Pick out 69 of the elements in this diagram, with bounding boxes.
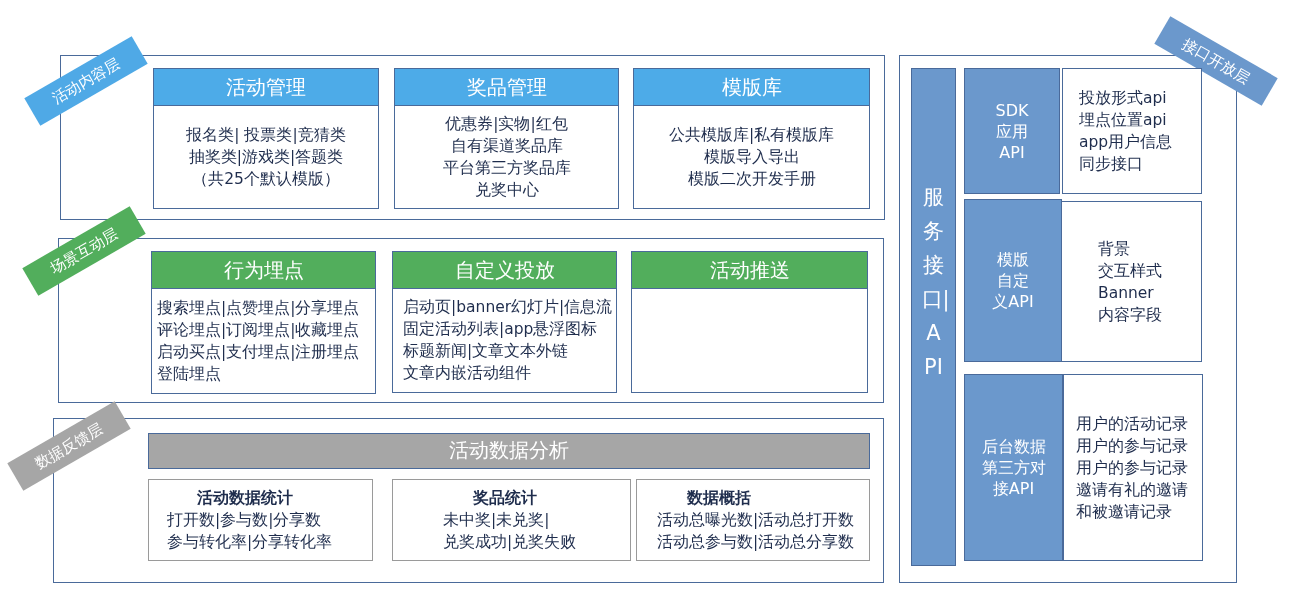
module-box: [394, 68, 619, 209]
module-box: [633, 68, 870, 209]
api-box: [964, 68, 1060, 194]
list-item: 登陆埋点: [156, 363, 222, 385]
list-item: 同步接口: [1078, 154, 1144, 175]
api-detail-box: [1063, 374, 1203, 561]
api-label: SDK应用API: [994, 99, 1030, 163]
list-item: 搜索埋点|点赞埋点|分享埋点: [156, 297, 361, 319]
vertical-label: 服务接口|API: [921, 184, 946, 381]
list-item: 背景: [1097, 238, 1131, 260]
list-item: 和被邀请记录: [1075, 501, 1173, 523]
list-item: app用户信息: [1078, 132, 1174, 153]
list-item: 模版二次开发手册: [686, 168, 817, 190]
list-item: 打开数|参与数|分享数: [166, 510, 323, 531]
box-header: 行为埋点: [152, 252, 375, 289]
api-box: [964, 374, 1063, 561]
list-item: 内容字段: [1097, 304, 1163, 326]
list-item: 埋点位置api: [1078, 110, 1168, 131]
list-item: 兑奖中心: [473, 179, 540, 201]
box-header: 活动推送: [632, 252, 867, 289]
box-title: 数据概括: [686, 488, 752, 509]
module-box: [153, 68, 379, 209]
list-item: 活动总曝光数|活动总打开数: [656, 510, 856, 531]
api-label: 模版自定义API: [991, 249, 1035, 312]
list-item: 优惠券|实物|红包: [444, 113, 569, 135]
api-box: [964, 199, 1062, 362]
list-item: （共25个默认模版）: [191, 168, 341, 190]
list-item: 活动总参与数|活动总分享数: [656, 532, 856, 553]
list-item: 交互样式: [1097, 260, 1163, 282]
list-item: 抽奖类|游戏类|答题类: [187, 146, 345, 168]
box-title: 活动数据统计: [196, 488, 294, 509]
api-label: 后台数据第三方对接API: [980, 436, 1047, 499]
module-box: [631, 251, 868, 393]
box-header: 活动管理: [154, 69, 378, 106]
box-header: 奖品管理: [395, 69, 618, 106]
layer-tag: 场景互动层: [22, 206, 146, 296]
stats-box: [148, 479, 373, 561]
list-item: 兑奖成功|兑奖失败: [442, 532, 578, 553]
list-item: 公共模版库|私有模版库: [667, 124, 836, 146]
list-item: 邀请有礼的邀请: [1075, 479, 1189, 501]
list-item: 用户的参与记录: [1075, 435, 1189, 457]
service-api-bar: [911, 68, 956, 566]
list-item: 自有渠道奖品库: [449, 135, 564, 157]
box-header: 模版库: [634, 69, 869, 106]
box-header: 自定义投放: [393, 252, 616, 289]
section-header-bar: 活动数据分析: [148, 433, 870, 469]
list-item: Banner: [1097, 282, 1155, 304]
api-detail-box: [1061, 201, 1202, 362]
list-item: 标题新闻|文章文本外链: [402, 341, 570, 362]
stats-box: [392, 479, 631, 561]
list-item: 固定活动列表|app悬浮图标: [402, 319, 599, 340]
api-detail-box: [1062, 68, 1202, 194]
list-item: 启动买点|支付埋点|注册埋点: [156, 341, 361, 363]
list-item: 用户的参与记录: [1075, 457, 1189, 479]
list-item: 评论埋点|订阅埋点|收藏埋点: [156, 319, 361, 341]
list-item: 用户的活动记录: [1075, 413, 1189, 435]
list-item: 平台第三方奖品库: [441, 157, 572, 179]
layer-tag: 数据反馈层: [7, 401, 131, 491]
stats-box: [636, 479, 870, 561]
list-item: 模版导入导出: [702, 146, 801, 168]
list-item: 启动页|banner幻灯片|信息流: [402, 297, 614, 318]
module-box: [151, 251, 376, 394]
box-title: 奖品统计: [472, 488, 538, 509]
list-item: 文章内嵌活动组件: [402, 363, 532, 384]
list-item: 未中奖|未兑奖|: [442, 510, 551, 531]
module-box: [392, 251, 617, 393]
list-item: 报名类| 投票类|竞猜类: [185, 124, 347, 146]
list-item: 参与转化率|分享转化率: [166, 532, 334, 553]
layer-tag: 活动内容层: [24, 36, 148, 126]
